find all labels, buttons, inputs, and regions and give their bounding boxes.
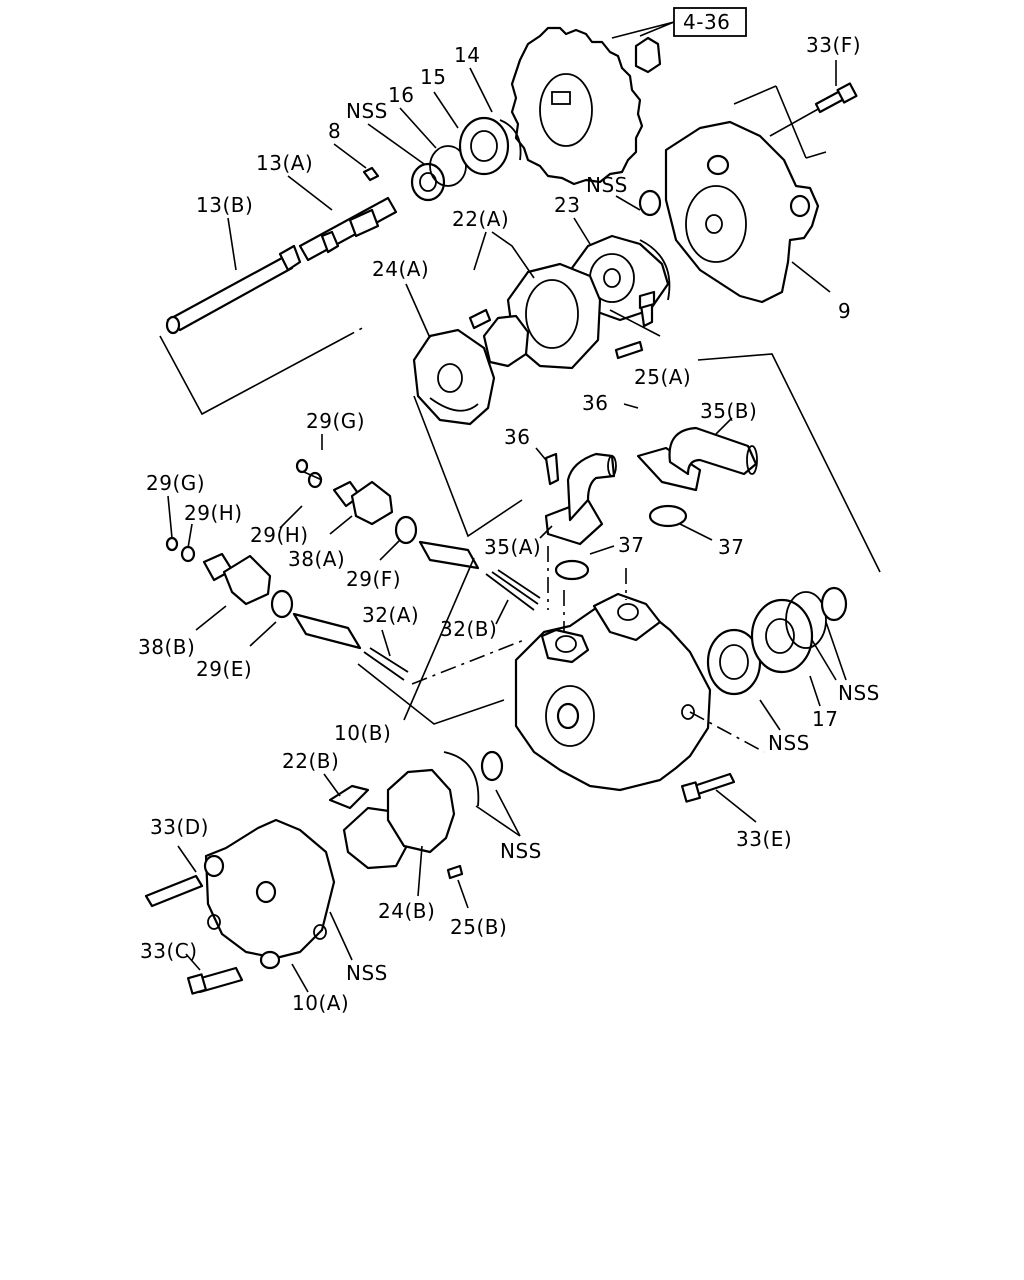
label-29h-1: 29(H) bbox=[250, 523, 309, 547]
label-33f: 33(F) bbox=[806, 33, 861, 57]
label-38b: 38(B) bbox=[138, 635, 195, 659]
label-29g-1: 29(G) bbox=[306, 409, 365, 433]
bolt-33f bbox=[814, 82, 858, 114]
pump-housing bbox=[514, 592, 712, 792]
rear-cover bbox=[664, 85, 831, 304]
pump-elements bbox=[412, 234, 671, 538]
label-25a: 25(A) bbox=[634, 365, 691, 389]
key-8 bbox=[362, 166, 380, 182]
label-nss-6: NSS bbox=[346, 961, 388, 985]
label-38a: 38(A) bbox=[288, 547, 345, 571]
front-cover bbox=[203, 818, 336, 970]
label-32a: 32(A) bbox=[362, 603, 419, 627]
label-nss-5: NSS bbox=[500, 839, 542, 863]
label-nss-4: NSS bbox=[768, 731, 810, 755]
label-24a: 24(A) bbox=[372, 257, 429, 281]
label-36b: 36 bbox=[582, 391, 608, 415]
label-32b: 32(B) bbox=[440, 617, 497, 641]
label-35a: 35(A) bbox=[484, 535, 541, 559]
bolts-front bbox=[144, 772, 736, 995]
valve-38b bbox=[165, 536, 294, 619]
label-22b: 22(B) bbox=[282, 749, 339, 773]
label-13b: 13(B) bbox=[196, 193, 253, 217]
label-17: 17 bbox=[812, 707, 838, 731]
label-29h-2: 29(H) bbox=[184, 501, 243, 525]
label-15: 15 bbox=[420, 65, 446, 89]
label-8: 8 bbox=[328, 119, 341, 143]
label-35b: 35(B) bbox=[700, 399, 757, 423]
callouts: 33(F) 14 15 16 NSS 8 13(A) 13(B) NSS 23 … bbox=[138, 33, 880, 1015]
label-10b: 10(B) bbox=[334, 721, 391, 745]
shaft-assembly bbox=[159, 116, 522, 416]
bolt-36a bbox=[544, 452, 560, 486]
label-nss-2: NSS bbox=[586, 173, 628, 197]
label-29f: 29(F) bbox=[346, 567, 401, 591]
label-nss-3: NSS bbox=[838, 681, 880, 705]
label-10a: 10(A) bbox=[292, 991, 349, 1015]
label-33d: 33(D) bbox=[150, 815, 209, 839]
oring-nss-top bbox=[638, 189, 662, 217]
drive-gear bbox=[510, 26, 662, 186]
label-29e: 29(E) bbox=[196, 657, 252, 681]
front-elements bbox=[328, 750, 504, 880]
bearing-17 bbox=[697, 353, 881, 696]
label-13a: 13(A) bbox=[256, 151, 313, 175]
plungers-springs bbox=[292, 540, 541, 725]
oring-37b bbox=[648, 504, 688, 528]
label-33c: 33(C) bbox=[140, 939, 198, 963]
label-36a: 36 bbox=[504, 425, 530, 449]
label-nss-1: NSS bbox=[346, 99, 388, 123]
label-22a: 22(A) bbox=[452, 207, 509, 231]
label-9: 9 bbox=[838, 299, 851, 323]
label-25b: 25(B) bbox=[450, 915, 507, 939]
pipe-35b bbox=[636, 426, 758, 492]
label-24b: 24(B) bbox=[378, 899, 435, 923]
label-14: 14 bbox=[454, 43, 480, 67]
reference-box: 4-36 bbox=[611, 7, 747, 39]
oring-37a bbox=[554, 559, 590, 581]
label-33e: 33(E) bbox=[736, 827, 792, 851]
label-23: 23 bbox=[554, 193, 580, 217]
label-29g-2: 29(G) bbox=[146, 471, 205, 495]
label-37a: 37 bbox=[618, 533, 644, 557]
pipe-35a bbox=[544, 452, 617, 546]
label-16: 16 bbox=[388, 83, 414, 107]
label-37b: 37 bbox=[718, 535, 744, 559]
svg-text:4-36: 4-36 bbox=[683, 10, 730, 34]
valve-38a bbox=[295, 458, 418, 545]
